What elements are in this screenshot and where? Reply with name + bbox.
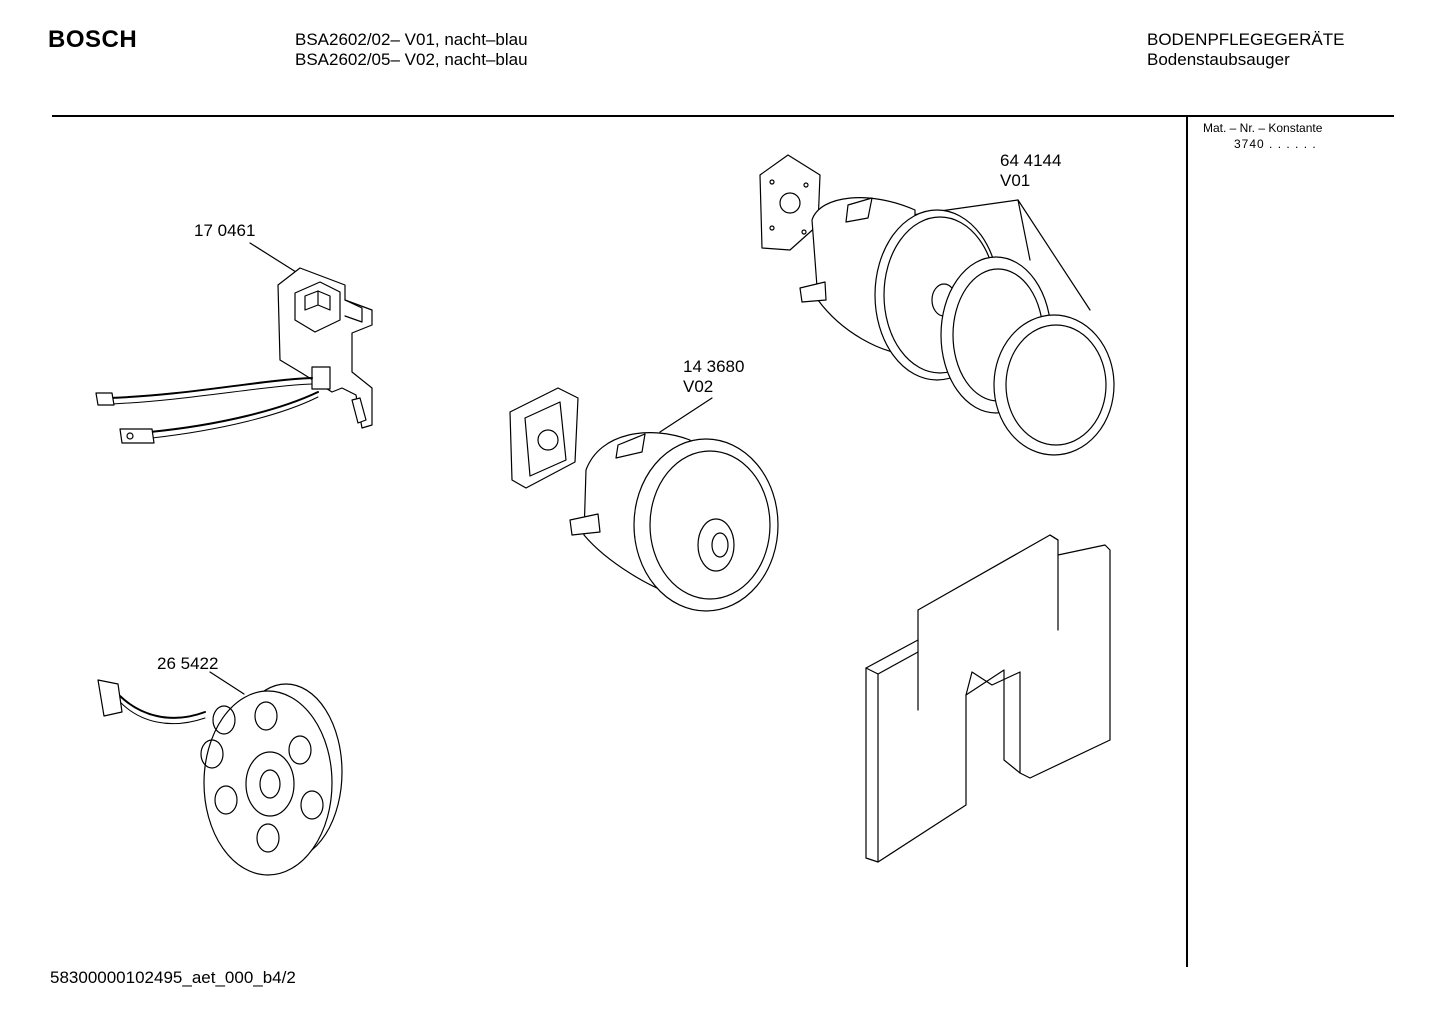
part-label-motor-v02[interactable]: 14 3680 V02	[683, 357, 744, 397]
material-number-value: 3740 . . . . . .	[1234, 137, 1317, 151]
brand-logo: BOSCH	[48, 26, 138, 53]
capacitor-icon	[311, 366, 331, 390]
part-label-cable-reel[interactable]: 26 5422	[157, 654, 219, 673]
header-divider	[52, 115, 1394, 117]
model-line-2: BSA2602/05– V02, nacht–blau	[295, 50, 528, 69]
motor-v01-drawing[interactable]	[759, 154, 1115, 456]
gasket-ring-icon	[993, 314, 1115, 456]
connector-icon	[95, 392, 115, 406]
switch-board-drawing[interactable]	[95, 242, 373, 444]
part-number-motor-v02: 14 3680	[683, 357, 745, 376]
leader-line-switch-board	[249, 242, 297, 273]
drawing-id: 58300000102495_aet_000_b4/2	[50, 968, 296, 987]
part-label-switch-board[interactable]: 17 0461	[194, 221, 256, 240]
connector-icon	[119, 428, 155, 444]
category-subtitle: Bodenstaubsauger	[1147, 50, 1290, 69]
motor-mount-plate-icon	[509, 387, 579, 489]
model-list: BSA2602/02– V01, nacht–blau BSA2602/05– …	[295, 30, 528, 70]
plug-icon	[97, 679, 123, 717]
material-number-label: Mat. – Nr. – Konstante	[1203, 121, 1323, 135]
part-variant-motor-v01: V01	[1000, 171, 1031, 190]
motor-v02-drawing[interactable]	[509, 387, 779, 612]
leader-line-cable-reel	[209, 671, 245, 695]
category-title: BODENPFLEGEGERÄTE	[1147, 30, 1345, 49]
impeller-housing-icon	[633, 438, 779, 612]
part-label-motor-v01[interactable]: 64 4144 V01	[1000, 151, 1061, 191]
cable-reel-drawing[interactable]	[97, 671, 343, 876]
part-variant-motor-v02: V02	[683, 377, 714, 396]
sidebar-divider	[1186, 115, 1188, 967]
part-number-motor-v01: 64 4144	[1000, 151, 1062, 170]
model-line-1: BSA2602/02– V01, nacht–blau	[295, 30, 528, 49]
leader-line-motor-v02	[659, 397, 713, 433]
category-block: BODENPFLEGEGERÄTE Bodenstaubsauger	[1147, 30, 1344, 70]
motor-mount-plate-icon	[759, 154, 821, 251]
filter-plate-drawing[interactable]	[865, 534, 1111, 863]
